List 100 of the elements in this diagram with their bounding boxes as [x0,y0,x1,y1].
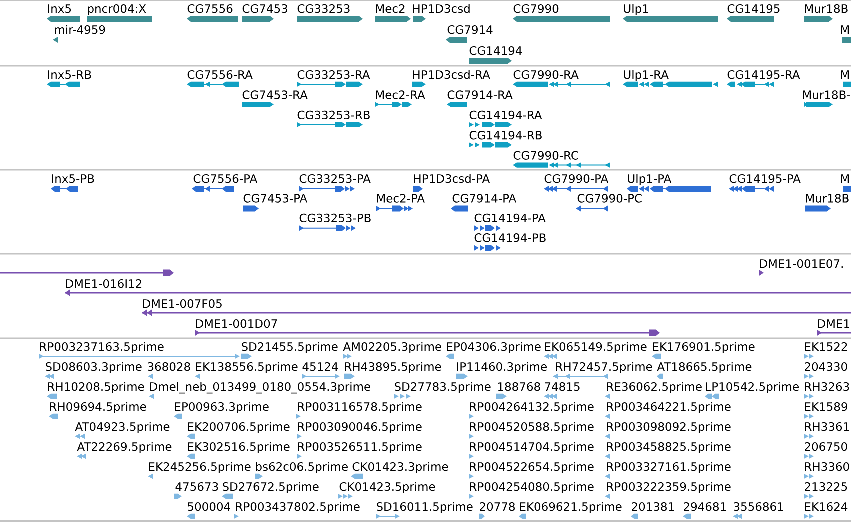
gene-label: CG7914 [448,25,493,34]
transcript-label: CG14194-RA [470,110,542,120]
read-label: 188768 [498,382,540,392]
read-label: 475673 [176,482,218,492]
transcript-label: Ulp1-RA [624,70,669,82]
read-label: RH3263 [805,382,850,392]
read-label: RP004254080.5prime [470,482,594,494]
read-label: IP11460.3prime [457,362,547,374]
transcript-label: M [841,70,849,79]
transcript-label: HP1D3csd-PA [414,174,490,184]
read-label: RP003327161.5prime [607,462,731,474]
read-label: SD27672.5prime [222,482,319,494]
read-label: CK01423.3prime [352,462,448,474]
read-label: RP004520588.5prime [470,422,594,434]
transcript-label: CG7453-RA [242,90,308,100]
read-label: SD27783.5prime [394,382,491,394]
read-label: EK302516.5prime [188,442,290,454]
read-label: 213225 [805,482,848,492]
read-label: Dmel_neb_013499_0180_0554.3prime [150,382,370,394]
transcript-label: CG7914-RA [448,90,513,100]
clone-label: DME1 [818,320,850,328]
read-label: EK245256.5prime [149,462,251,474]
transcript-label: CG14195-RA [728,70,800,80]
read-label: RH10208.5prime [48,382,144,394]
read-label: RH09694.5prime [50,402,146,414]
read-label: EK1522 [805,342,848,352]
read-label: AM02205.3prime [343,342,442,354]
read-label: EK065149.5prime [545,342,647,354]
read-label: AT18665.5prime [657,362,752,374]
read-label: EK1589 [805,402,848,412]
read-label: EK069621.5prime [520,502,622,514]
gene-label: CG33253 [298,4,350,14]
transcript-label: M [841,174,849,183]
gene-label: pncr004:X [88,4,146,16]
read-label: RP003090046.5prime [298,422,422,434]
transcript-label: CG7990-PC [578,194,642,203]
gene-label: M [841,26,849,34]
read-label: RP003116578.5prime [298,402,422,414]
transcript-label: CG14194-RB [470,131,542,140]
read-label: LP10542.5prime [706,382,799,394]
transcript-label: CG7990-PA [544,174,609,184]
read-label: 20778 [480,502,515,512]
transcript-label: CG14194-PA [474,214,546,223]
transcript-label: CG33253-PB [300,214,371,223]
gene-label: Mur18B [805,4,848,14]
read-label: RH3361 [805,422,850,432]
gene-label: CG7990 [514,4,559,14]
clone-label: DME1-001D07 [196,319,278,328]
gene-label: Inx5 [48,4,71,14]
transcript-label: CG7556-RA [188,70,253,80]
gene-label: CG14194 [470,46,522,56]
read-label: 206750 [805,442,848,452]
transcript-label: CG14194-PB [474,234,546,242]
gene-label: Mec2 [376,4,405,14]
read-label: RP003464221.5prime [607,402,731,414]
transcript-label: HP1D3csd-RA [413,70,490,80]
transcript-label: Mec2-PA [377,194,425,203]
transcript-label: CG33253-RA [298,70,370,80]
transcript-label: CG33253-RB [298,110,370,120]
read-label: SD16011.5prime [376,502,473,514]
read-label: EK138556.5prime [196,362,298,374]
read-label: RP004514704.5prime [470,442,594,454]
read-label: SD21455.5prime [242,342,338,354]
gene-label: CG7453 [242,4,288,14]
read-label: RP003098092.5prime [607,422,731,434]
read-label: 204330 [805,362,848,372]
read-label: 294681 [684,502,726,512]
gene-label: HP1D3csd [413,4,470,14]
gene-label: CG7556 [188,4,233,14]
clone-label: DME1-007F05 [143,299,222,308]
read-label: RP003437802.5prime [236,502,360,514]
read-label: RH43895.5prime [345,362,442,374]
transcript-label: CG7556-PA [194,174,258,184]
clone-label: DME1-001E07. [760,259,843,268]
read-label: 45124 [302,362,338,372]
read-label: RP003222359.5prime [607,482,731,494]
gene-label: mir-4959 [55,25,106,34]
read-label: CK01423.5prime [340,482,436,494]
read-label: EK200706.5prime [188,422,290,434]
read-label: EK176901.5prime [653,342,755,354]
read-label: 368028 [148,362,190,372]
read-label: RP004522654.5prime [470,462,594,474]
transcript-label: CG7990-RC [514,151,578,160]
transcript-label: CG14195-PA [730,174,801,184]
read-label: RP003526511.5prime [298,442,422,454]
gene-label: Ulp1 [624,4,648,16]
transcript-label: Ulp1-PA [628,174,672,186]
transcript-label: CG7914-PA [452,194,517,203]
clone-label: DME1-016I12 [66,279,142,288]
read-label: bs62c06.5prime [256,462,348,474]
read-label: 74815 [545,382,580,392]
transcript-label: CG7453-PA [244,194,308,203]
read-label: EP04306.3prime [447,342,541,354]
read-label: AT04923.5prime [75,422,170,434]
read-label: 500004 [188,502,230,512]
transcript-label: Mec2-RA [376,90,426,100]
transcript-label: Mur18B [806,194,849,203]
read-label: EK1624 [805,502,848,512]
read-label: SD08603.3prime [46,362,142,374]
read-label: 201381 [632,502,674,512]
